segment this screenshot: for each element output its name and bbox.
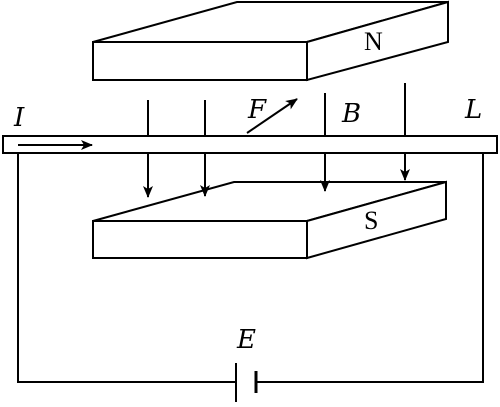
north-magnet: N	[92, 0, 449, 82]
left-wire	[17, 153, 236, 383]
current-label: I	[13, 103, 25, 133]
emf-label: E	[236, 325, 256, 355]
right-wire	[256, 153, 484, 383]
force-arrow	[246, 98, 298, 134]
north-magnet-front-face	[92, 41, 308, 81]
battery-symbol	[235, 363, 258, 402]
south-magnet: S	[92, 180, 447, 260]
south-magnet-front-face	[92, 220, 308, 259]
south-pole-label: S	[364, 206, 378, 235]
north-pole-label: N	[364, 27, 383, 56]
field-label: B	[341, 99, 361, 129]
force-label: F	[247, 95, 267, 125]
conductor-label: L	[464, 95, 482, 125]
conductor-rod	[2, 135, 498, 154]
circuit-wire	[17, 153, 484, 383]
